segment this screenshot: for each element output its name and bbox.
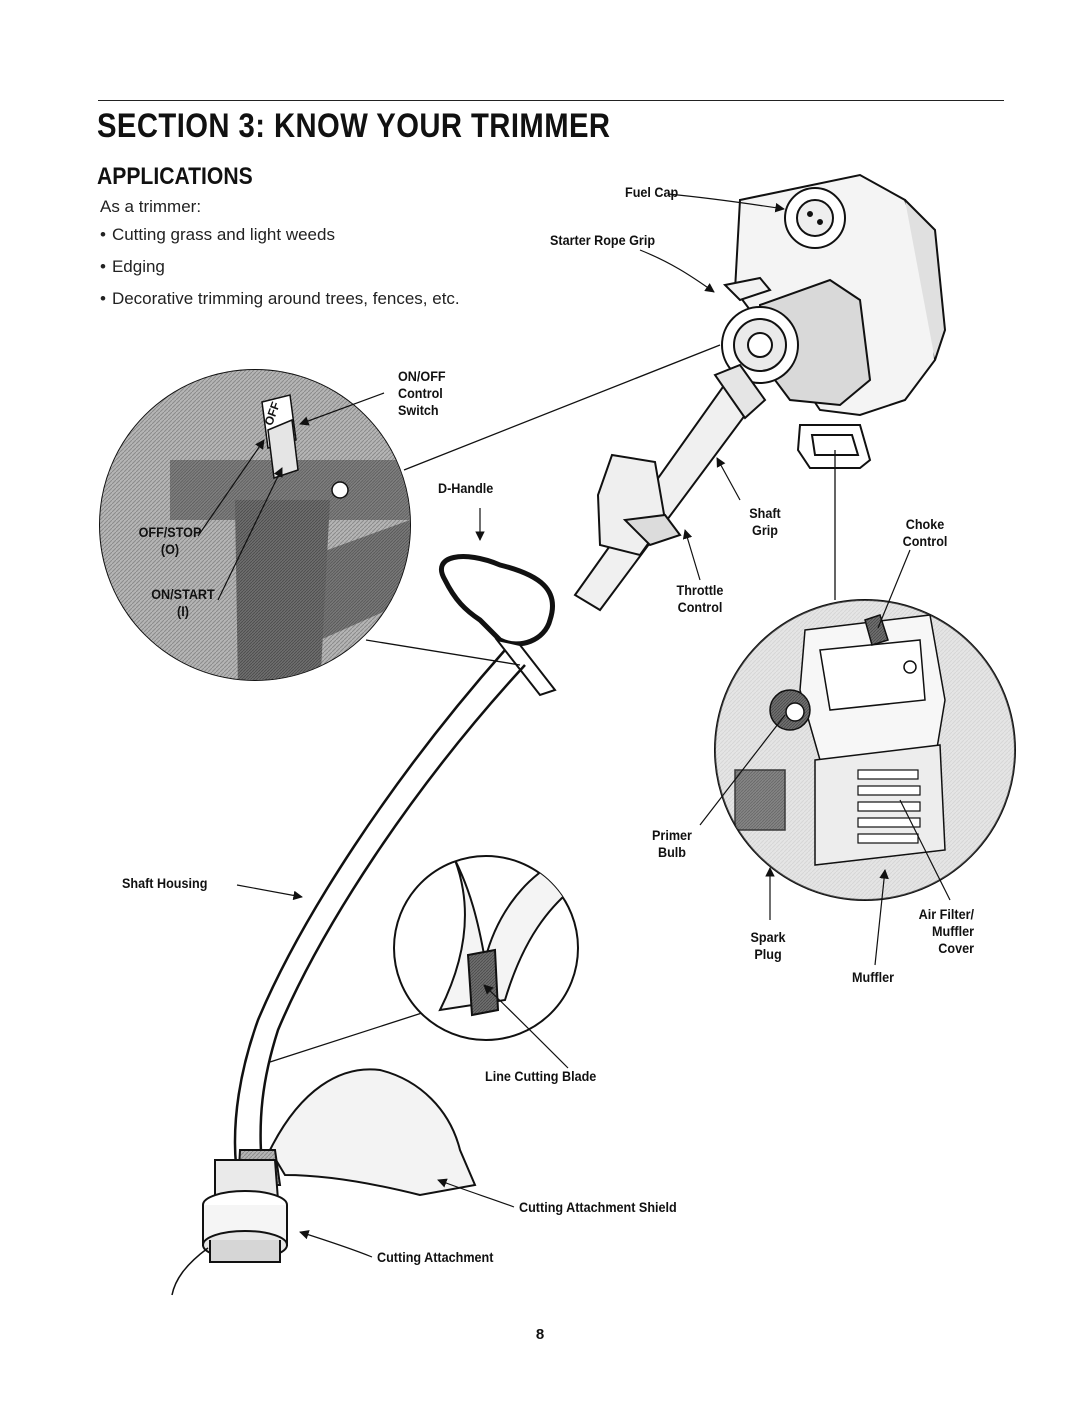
- applications-list: Cutting grass and light weeds Edging Dec…: [100, 225, 460, 321]
- label-off-stop: OFF/STOP (O): [138, 524, 202, 557]
- intro-text: As a trimmer:: [100, 197, 202, 216]
- page-number: 8: [535, 1326, 545, 1343]
- label-spark-plug: Spark Plug: [750, 929, 786, 962]
- label-cutting-attachment: Cutting Attachment: [377, 1249, 494, 1265]
- shaft-assembly: [171, 363, 767, 1296]
- subsection-title: APPLICATIONS: [97, 163, 253, 190]
- list-item: Cutting grass and light weeds: [100, 225, 460, 257]
- label-cutting-attachment-shield: Cutting Attachment Shield: [519, 1199, 677, 1215]
- label-on-start: ON/START (I): [151, 586, 215, 619]
- header-rule: [98, 100, 1004, 101]
- callout-lines: [197, 193, 951, 1258]
- blade-detail-circle: [393, 855, 579, 1041]
- label-muffler: Muffler: [852, 969, 895, 985]
- engine-detail-circle: [714, 599, 1016, 901]
- label-line-cutting-blade: Line Cutting Blade: [485, 1068, 597, 1084]
- zoom-lines: [269, 344, 836, 1063]
- label-air-filter-muffler-cover: Air Filter/ Muffler Cover: [918, 906, 974, 956]
- list-item: Edging: [100, 257, 460, 289]
- label-d-handle: D-Handle: [438, 480, 494, 496]
- label-shaft-housing: Shaft Housing: [122, 875, 208, 891]
- section-title: SECTION 3: KNOW YOUR TRIMMER: [97, 107, 611, 145]
- engine-head: [721, 173, 947, 469]
- label-fuel-cap: Fuel Cap: [625, 184, 679, 200]
- label-choke-control: Choke Control: [902, 516, 948, 549]
- label-on-off-control-switch: ON/OFF Control Switch: [398, 368, 446, 418]
- label-throttle-control: Throttle Control: [676, 582, 724, 615]
- list-item: Decorative trimming around trees, fences…: [100, 289, 460, 321]
- label-starter-rope-grip: Starter Rope Grip: [550, 232, 656, 248]
- label-shaft-grip: Shaft Grip: [749, 505, 781, 538]
- label-primer-bulb: Primer Bulb: [652, 827, 692, 860]
